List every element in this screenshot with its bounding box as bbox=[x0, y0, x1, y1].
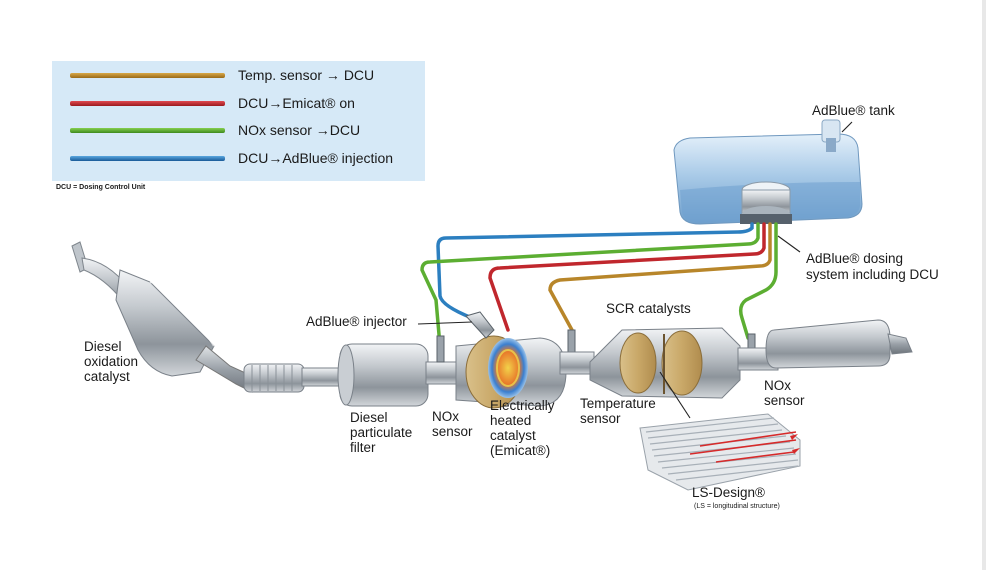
leader-tank bbox=[841, 121, 853, 133]
flex-pipe bbox=[243, 363, 305, 393]
label-nox-sensor-left: NOx sensor bbox=[432, 409, 473, 439]
leader-dosing bbox=[777, 235, 801, 253]
leader-injector bbox=[417, 321, 473, 325]
exhaust-pipe bbox=[71, 241, 913, 409]
label-adblue-injector: AdBlue® injector bbox=[306, 314, 407, 329]
label-scr-catalysts: SCR catalysts bbox=[606, 301, 691, 316]
signal-wires bbox=[420, 222, 778, 348]
legend: Temp. sensor → DCU DCU→Emicat® on NOx se… bbox=[52, 61, 425, 181]
adblue-injector bbox=[465, 311, 495, 339]
scr-catalysts bbox=[589, 327, 741, 399]
leader-lines bbox=[417, 121, 853, 419]
legend-label-nox: NOx sensor →DCU bbox=[238, 122, 361, 138]
ls-design-structure bbox=[639, 413, 801, 491]
legend-label-adblue: DCU→AdBlue® injection bbox=[238, 150, 394, 166]
label-diesel-oxidation-catalyst: Diesel oxidation catalyst bbox=[84, 339, 139, 384]
temperature-sensor bbox=[567, 329, 576, 353]
legend-line-temp bbox=[70, 73, 225, 78]
legend-item-nox: NOx sensor →DCU bbox=[52, 120, 425, 140]
label-dosing-system: AdBlue® dosing system including DCU bbox=[806, 251, 939, 282]
legend-note: DCU = Dosing Control Unit bbox=[56, 184, 146, 191]
label-electrically-heated-catalyst: Electrically heated catalyst (Emicat®) bbox=[490, 398, 555, 458]
electrically-heated-catalyst bbox=[455, 335, 567, 409]
label-adblue-tank: AdBlue® tank bbox=[812, 103, 895, 118]
label-temperature-sensor: Temperature sensor bbox=[580, 396, 656, 426]
label-diesel-particulate-filter: Diesel particulate filter bbox=[350, 410, 413, 455]
wire-adblue bbox=[436, 222, 754, 320]
wire-nox-right bbox=[738, 222, 778, 340]
legend-item-adblue: DCU→AdBlue® injection bbox=[52, 148, 425, 168]
scrollbar[interactable] bbox=[982, 0, 986, 570]
legend-line-nox bbox=[70, 128, 225, 133]
wire-temp bbox=[548, 222, 772, 332]
legend-label-temp: Temp. sensor → DCU bbox=[238, 67, 375, 83]
label-ls-design: LS-Design® bbox=[692, 485, 765, 500]
legend-item-emicat: DCU→Emicat® on bbox=[52, 93, 425, 113]
legend-label-emicat: DCU→Emicat® on bbox=[238, 95, 355, 111]
leader-ls bbox=[659, 371, 691, 419]
wire-nox-left bbox=[420, 222, 760, 348]
wire-emicat bbox=[488, 222, 766, 332]
diesel-particulate-filter bbox=[337, 343, 429, 407]
adblue-tank bbox=[673, 119, 863, 225]
legend-line-emicat bbox=[70, 101, 225, 106]
legend-line-adblue bbox=[70, 156, 225, 161]
nox-sensor-left bbox=[436, 335, 445, 363]
legend-item-temp: Temp. sensor → DCU bbox=[52, 65, 425, 85]
muffler bbox=[765, 319, 913, 369]
label-nox-sensor-right: NOx sensor bbox=[764, 378, 805, 408]
label-ls-note: (LS = longitudinal structure) bbox=[694, 503, 780, 510]
